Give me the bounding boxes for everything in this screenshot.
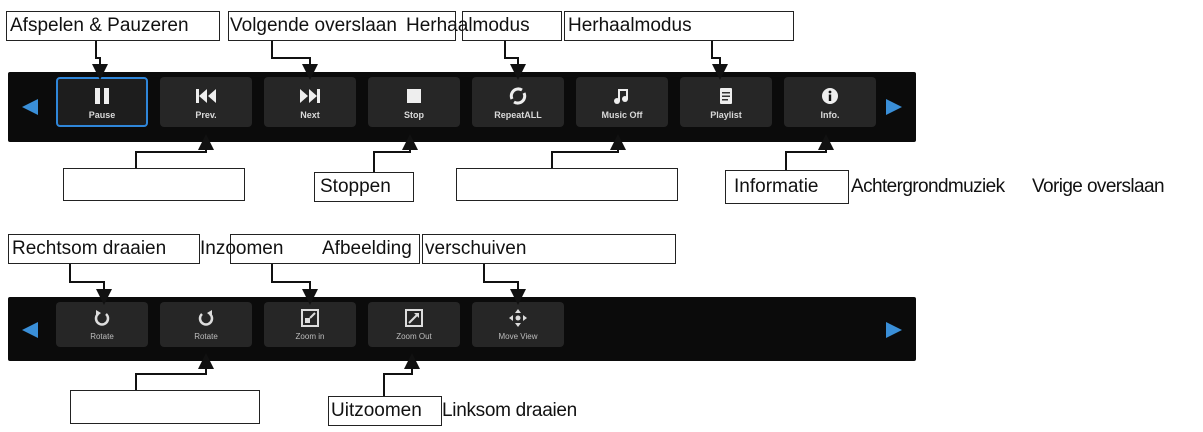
photo-toolbar: Rotate Rotate Zoom in Zoom Out Move View: [8, 297, 916, 361]
music-off-button[interactable]: Music Off: [576, 77, 668, 127]
zoom-out-icon: [402, 307, 426, 329]
info-button-label: Info.: [820, 109, 840, 120]
label-play-pause: Afspelen & Pauzeren: [10, 15, 189, 36]
leader-line: [271, 41, 318, 80]
previous-button[interactable]: Prev.: [160, 77, 252, 127]
playback-toolbar: Pause Prev. Next Stop RepeatALL Music Of…: [8, 72, 916, 142]
leader-line: [373, 134, 418, 172]
callout-box: [230, 234, 420, 264]
label-zoom-out: Uitzoomen: [331, 400, 422, 421]
pause-button-label: Pause: [88, 109, 116, 120]
label-background-music: Achtergrondmuziek: [851, 176, 1005, 197]
label-rotate-counterclockwise: Linksom draaien: [442, 400, 577, 421]
label-repeat-mode-2: Herhaalmodus: [568, 15, 692, 36]
zoom-in-icon: [298, 307, 322, 329]
scroll-right-arrow[interactable]: [886, 322, 902, 338]
leader-line: [135, 353, 214, 390]
previous-button-label: Prev.: [195, 109, 217, 120]
pause-button[interactable]: Pause: [56, 77, 148, 127]
music-note-icon: [610, 85, 634, 107]
label-move: verschuiven: [425, 238, 527, 259]
next-button[interactable]: Next: [264, 77, 356, 127]
info-icon: [818, 85, 842, 107]
skip-next-icon: [298, 85, 322, 107]
zoom-out-button[interactable]: Zoom Out: [368, 302, 460, 347]
callout-box: [564, 11, 794, 41]
repeat-button-label: RepeatALL: [494, 109, 542, 120]
rotate-clockwise-icon: [90, 307, 114, 329]
callout-box: [462, 11, 562, 41]
leader-line: [271, 264, 318, 305]
leader-line: [92, 41, 108, 80]
zoom-in-label: Zoom in: [295, 332, 325, 341]
info-button[interactable]: Info.: [784, 77, 876, 127]
skip-previous-icon: [194, 85, 218, 107]
callout-box: [70, 390, 260, 424]
callout-box: [63, 168, 245, 201]
label-skip-previous: Vorige overslaan: [1032, 176, 1165, 197]
callout-box: [228, 11, 456, 41]
label-image: Afbeelding: [322, 238, 412, 259]
scroll-right-arrow[interactable]: [886, 99, 902, 115]
leader-line: [483, 264, 526, 305]
callout-box: [422, 234, 676, 264]
playlist-icon: [714, 85, 738, 107]
leader-line: [383, 353, 420, 396]
label-stop: Stoppen: [320, 176, 391, 197]
stop-button-label: Stop: [404, 109, 424, 120]
label-zoom-in: Inzoomen: [200, 238, 284, 259]
move-view-label: Move View: [498, 332, 538, 341]
stop-button[interactable]: Stop: [368, 77, 460, 127]
callout-box: [314, 172, 414, 202]
leader-line: [551, 134, 626, 168]
leader-line: [69, 264, 112, 305]
move-view-icon: [506, 307, 530, 329]
leader-line: [711, 41, 728, 80]
repeat-button[interactable]: RepeatALL: [472, 77, 564, 127]
leader-line: [135, 134, 214, 168]
scroll-left-arrow[interactable]: [22, 99, 38, 115]
stop-icon: [402, 85, 426, 107]
label-info: Informatie: [734, 176, 819, 197]
music-off-button-label: Music Off: [601, 109, 643, 120]
rotate-counterclockwise-button[interactable]: Rotate: [160, 302, 252, 347]
callout-box: [6, 11, 220, 41]
rotate-clockwise-label: Rotate: [90, 332, 114, 341]
pause-icon: [90, 85, 114, 107]
label-repeat-mode: Herhaalmodus: [406, 15, 530, 36]
label-rotate-clockwise: Rechtsom draaien: [12, 238, 167, 259]
callout-box: [328, 396, 442, 426]
next-button-label: Next: [300, 109, 320, 120]
leader-line: [785, 134, 834, 170]
repeat-icon: [506, 85, 530, 107]
callout-box: [725, 170, 849, 204]
zoom-in-button[interactable]: Zoom in: [264, 302, 356, 347]
zoom-out-label: Zoom Out: [396, 332, 432, 341]
playlist-button-label: Playlist: [710, 109, 742, 120]
playlist-button[interactable]: Playlist: [680, 77, 772, 127]
rotate-clockwise-button[interactable]: Rotate: [56, 302, 148, 347]
move-view-button[interactable]: Move View: [472, 302, 564, 347]
scroll-left-arrow[interactable]: [22, 322, 38, 338]
rotate-counterclockwise-label: Rotate: [194, 332, 218, 341]
rotate-counterclockwise-icon: [194, 307, 218, 329]
callout-box: [456, 168, 678, 201]
leader-line: [504, 41, 526, 80]
callout-box: [8, 234, 200, 264]
label-skip-next: Volgende overslaan: [230, 15, 397, 36]
